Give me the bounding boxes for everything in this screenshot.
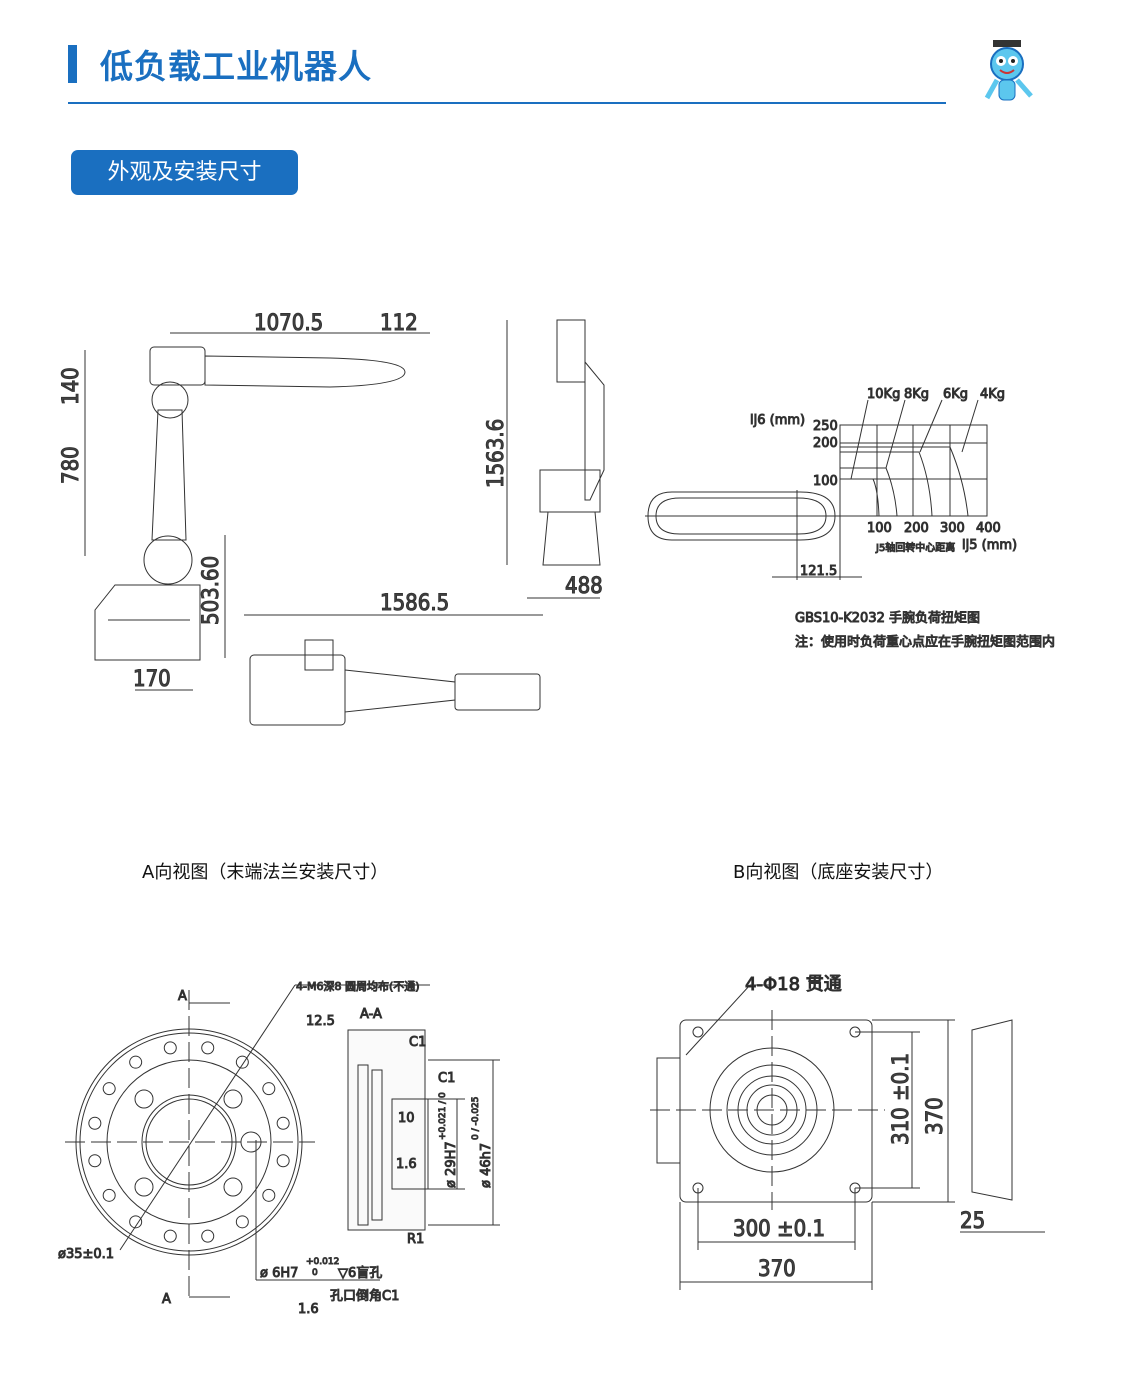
roughness-12-5: 12.5: [306, 1014, 335, 1029]
base-holes-note: 4-Φ18 贯通: [745, 974, 842, 995]
chamfer-c1-a: C1: [409, 1035, 426, 1050]
flange-bolt-hole: [262, 1082, 276, 1096]
chart-x-label: lj5 (mm): [962, 538, 1017, 553]
chart-ytick-100: 100: [813, 474, 838, 489]
dim-base-depth: 488: [565, 574, 603, 599]
dim-25: 25: [960, 1209, 985, 1234]
load-8kg: 8Kg: [904, 387, 929, 402]
flange-bolt-hole: [163, 1041, 177, 1055]
dim-370-vertical: 370: [923, 1097, 948, 1135]
chamfer-note: 孔口倒角C1: [330, 1289, 399, 1304]
chart-y-label: lj6 (mm): [750, 413, 805, 428]
pin-tol-up: +0.012: [306, 1257, 339, 1267]
dim-reach: 1070.5: [254, 311, 323, 336]
load-4kg: 4Kg: [980, 387, 1005, 402]
chart-note: 注：使用时负荷重心点应在手腕扭矩图范围内: [795, 634, 1055, 650]
flange-bolt-hole: [88, 1154, 102, 1168]
bore-dim: ø 29H7: [444, 1141, 459, 1188]
load-6kg: 6Kg: [943, 387, 968, 402]
view-a-caption: A向视图（末端法兰安装尺寸）: [142, 862, 389, 883]
flange-bolt-hole: [201, 1229, 215, 1243]
flange-bolt-hole: [102, 1188, 116, 1202]
robot-front-view: [506, 319, 605, 599]
flange-bolt-hole: [102, 1082, 116, 1096]
section-title: A-A: [360, 1007, 382, 1022]
roughness-section: 1.6: [396, 1157, 417, 1172]
view-b-caption: B向视图（底座安装尺寸）: [733, 862, 944, 883]
dim-170: 170: [133, 667, 171, 692]
pin-depth: ▽6盲孔: [338, 1265, 382, 1281]
chart-x-sub-label: J5轴回转中心距离: [875, 541, 955, 554]
spigot-tol: 0 / -0.025: [471, 1097, 481, 1141]
chart-xtick-100: 100: [867, 521, 892, 536]
section-mark-a-top: A: [178, 989, 187, 1004]
offset-121-5: 121.5: [800, 564, 837, 579]
radius-r1: R1: [407, 1232, 424, 1247]
wrist-torque-chart: [645, 399, 988, 580]
flange-bolt-hole: [235, 1055, 249, 1069]
chart-xtick-200: 200: [904, 521, 929, 536]
dim-140: 140: [59, 367, 84, 405]
page-title: 低负载工业机器人: [100, 47, 372, 86]
section-mark-a-bottom: A: [162, 1292, 171, 1307]
spigot-dim: ø 46h7: [479, 1143, 494, 1188]
mascot-logo-icon: [984, 40, 1033, 101]
dim-370-horizontal: 370: [758, 1257, 796, 1282]
section-badge: 外观及安装尺寸: [71, 150, 298, 195]
flange-bolt-hole: [235, 1215, 249, 1229]
dim-300: 300 ±0.1: [733, 1217, 825, 1242]
title-accent-bar: [68, 45, 77, 83]
robot-top-view: [244, 614, 543, 726]
pin-hole-dim: ø 6H7: [260, 1266, 298, 1281]
dim-height: 1563.6: [484, 419, 509, 488]
bore-tol: +0.021 / 0: [438, 1092, 448, 1140]
base-view-b: [650, 984, 1045, 1290]
thread-note: 4-M6深8 圆周均布(不通): [296, 980, 420, 993]
flange-bolt-hole: [129, 1215, 143, 1229]
flange-bolt-hole: [129, 1055, 143, 1069]
pin-tol-low: 0: [312, 1268, 318, 1278]
flange-view-a: [65, 984, 500, 1300]
chart-ytick-200: 200: [813, 436, 838, 451]
dim-780: 780: [59, 446, 84, 484]
flange-bolt-hole: [201, 1041, 215, 1055]
chart-xtick-400: 400: [976, 521, 1001, 536]
chamfer-c1-b: C1: [438, 1071, 455, 1086]
chart-title: GBS10-K2032 手腕负荷扭矩图: [795, 610, 980, 626]
flange-bolt-hole: [276, 1116, 290, 1130]
chart-ytick-250: 250: [813, 419, 838, 434]
dim-310: 310 ±0.1: [889, 1053, 914, 1145]
chart-xtick-300: 300: [940, 521, 965, 536]
roughness-1-6: 1.6: [298, 1302, 319, 1317]
flange-bolt-hole: [163, 1229, 177, 1243]
dim-wrist: 112: [380, 311, 418, 336]
dim-length: 1586.5: [380, 591, 449, 616]
flange-bolt-hole: [276, 1154, 290, 1168]
dim-503: 503.60: [199, 556, 224, 625]
title-divider: [68, 102, 946, 104]
load-10kg: 10Kg: [867, 387, 900, 402]
flange-bolt-hole: [262, 1188, 276, 1202]
flange-bolt-hole: [88, 1116, 102, 1130]
depth-10: 10: [398, 1111, 415, 1126]
robot-side-view: [84, 332, 430, 691]
pcd-dim: ø35±0.1: [58, 1247, 114, 1262]
